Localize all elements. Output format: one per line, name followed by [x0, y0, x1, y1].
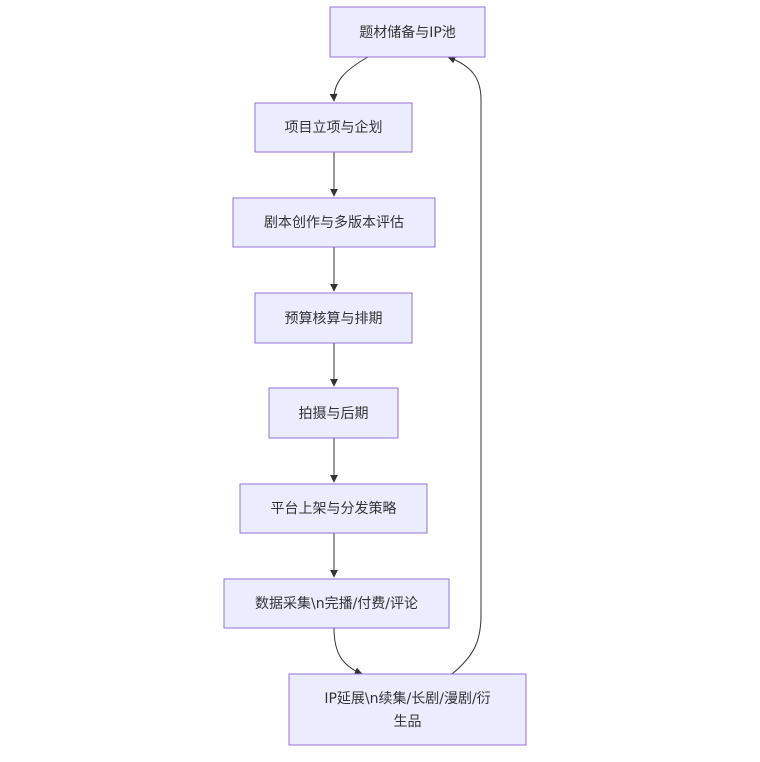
node-label: 数据采集\n完播/付费/评论: [255, 595, 418, 612]
node-project-planning[interactable]: 项目立项与企划: [254, 102, 413, 153]
node-label: 剧本创作与多版本评估: [264, 214, 404, 231]
node-shooting-post[interactable]: 拍摄与后期: [268, 387, 399, 439]
edge-n1-n2: [329, 56, 369, 102]
edge-n7-n8: [333, 627, 363, 675]
node-label-line2: 生品: [394, 714, 422, 730]
node-label-line1: IP延展\n续集/长剧/漫剧/衍: [324, 690, 490, 707]
node-label: 题材储备与IP池: [359, 24, 456, 41]
node-topic-ip-pool[interactable]: 题材储备与IP池: [329, 6, 486, 58]
node-label: 预算核算与排期: [285, 311, 383, 327]
node-script-writing[interactable]: 剧本创作与多版本评估: [232, 197, 436, 248]
node-label: 项目立项与企划: [285, 119, 383, 136]
node-budget-scheduling[interactable]: 预算核算与排期: [254, 292, 413, 344]
node-platform-distribution[interactable]: 平台上架与分发策略: [239, 483, 428, 534]
edge-n8-n1: [447, 55, 482, 675]
node-label: 拍摄与后期: [299, 406, 369, 422]
node-label: 平台上架与分发策略: [271, 500, 397, 517]
edges: [329, 55, 482, 675]
node-ip-extension[interactable]: IP延展\n续集/长剧/漫剧/衍 生品: [288, 673, 527, 746]
node-data-collection[interactable]: 数据采集\n完播/付费/评论: [223, 578, 450, 629]
